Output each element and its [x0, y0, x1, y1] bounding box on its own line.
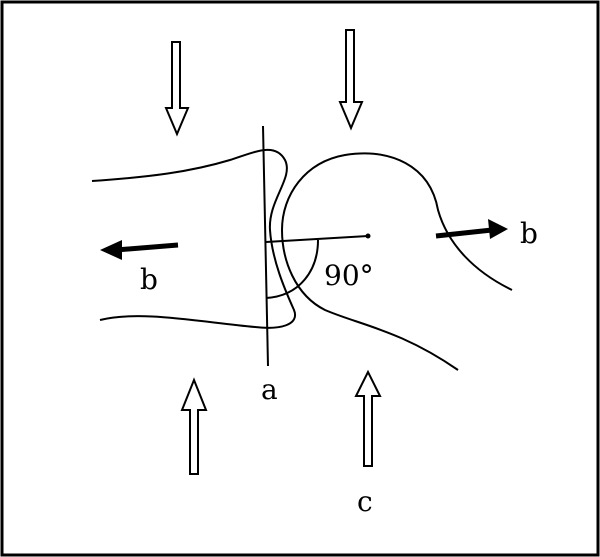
hollow-arrow-up-icon	[180, 377, 208, 475]
solid-arrow-icon	[435, 219, 508, 239]
label-b-right: b	[520, 217, 538, 250]
label-b-left: b	[140, 263, 158, 296]
center-point	[365, 233, 371, 239]
left-bone-contour	[91, 148, 297, 329]
hollow-arrow-down-icon	[164, 41, 190, 137]
right-bone-contour	[281, 152, 513, 291]
axis-line	[265, 235, 369, 243]
hollow-arrow-down-icon	[338, 29, 364, 131]
reference-line-a	[262, 125, 269, 367]
hollow-arrow-up-icon	[354, 369, 382, 467]
solid-arrow-icon	[100, 240, 179, 260]
right-angle-arc	[265, 239, 319, 299]
label-a: a	[261, 373, 278, 406]
right-bone-contour-lower	[281, 229, 459, 371]
label-c: c	[357, 485, 373, 518]
label-angle: 90°	[324, 259, 374, 292]
